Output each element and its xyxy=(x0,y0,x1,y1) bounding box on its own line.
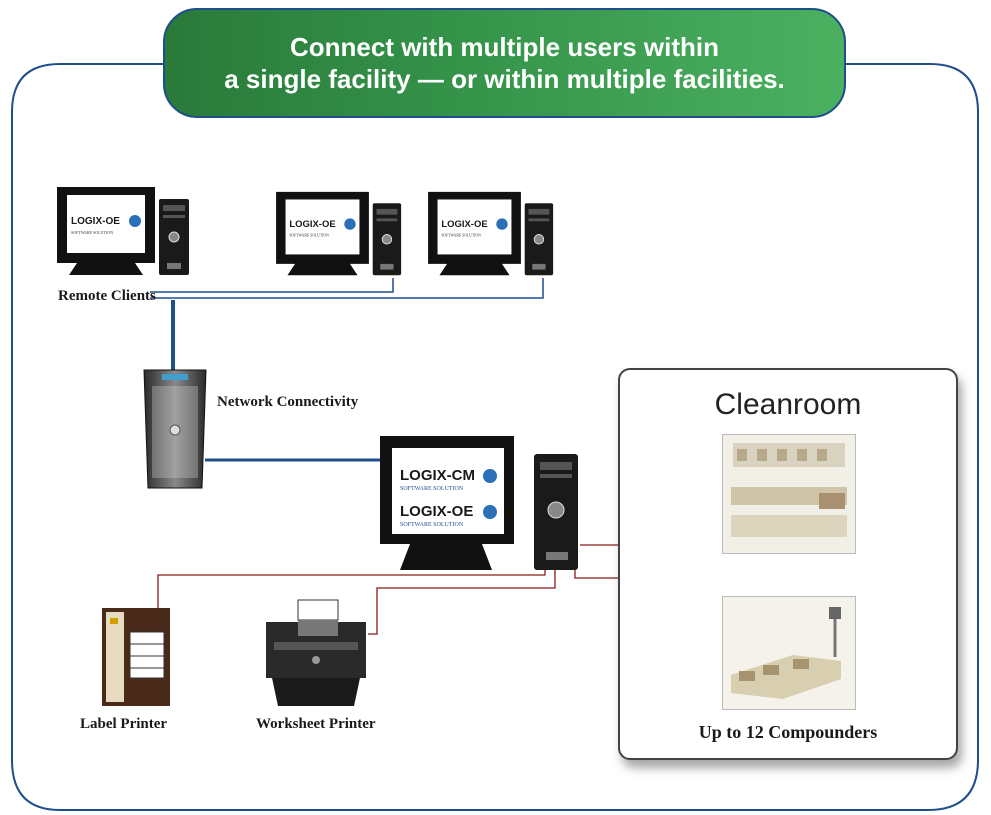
headline-banner: Connect with multiple users within a sin… xyxy=(163,8,846,118)
logo-oe-text: LOGIX-OE xyxy=(400,503,473,520)
label-printer-device xyxy=(102,608,170,706)
remote-clients-label: Remote Clients xyxy=(58,288,156,304)
cleanroom-panel: Cleanroom Up to 12 Compounders xyxy=(618,368,958,760)
compounder-photo-2 xyxy=(722,596,856,710)
logo-oe-text: LOGIX-OE xyxy=(441,219,487,230)
worksheet-printer-label: Worksheet Printer xyxy=(256,716,376,732)
banner-line-1: Connect with multiple users within xyxy=(289,32,720,62)
logo-cm-text: LOGIX-CM xyxy=(400,467,475,484)
banner-line-2: a single facility — or within multiple f… xyxy=(224,64,785,94)
logo-oe-text: LOGIX-OE xyxy=(289,219,335,230)
logo-sub-text: SOFTWARE SOLUTION xyxy=(289,233,329,237)
main-workstation: LOGIX-CM SOFTWARE SOLUTION LOGIX-OE SOFT… xyxy=(380,436,578,570)
remote-client-workstation-1: LOGIX-OE SOFTWARE SOLUTION xyxy=(57,187,189,275)
logo-sub-text: SOFTWARE SOLUTION xyxy=(400,522,464,528)
label-printer-label: Label Printer xyxy=(80,716,168,732)
outer-frame xyxy=(11,63,979,811)
remote-client-workstation-3: LOGIX-OE SOFTWARE SOLUTION xyxy=(428,191,554,276)
logo-sub-text: SOFTWARE SOLUTION xyxy=(71,230,113,235)
logo-oe-text: LOGIX-OE xyxy=(71,216,120,227)
logo-sub-text: SOFTWARE SOLUTION xyxy=(400,486,464,492)
worksheet-printer-device xyxy=(266,599,366,706)
compounders-label: Up to 12 Compounders xyxy=(698,722,878,742)
logo-sub-text: SOFTWARE SOLUTION xyxy=(441,233,481,237)
remote-client-workstation-2: LOGIX-OE SOFTWARE SOLUTION xyxy=(276,191,402,276)
cleanroom-title: Cleanroom xyxy=(714,388,862,421)
network-server xyxy=(143,369,207,489)
network-connectivity-label: Network Connectivity xyxy=(217,394,359,410)
network-lines xyxy=(150,278,544,462)
compounder-photo-1 xyxy=(722,434,856,554)
